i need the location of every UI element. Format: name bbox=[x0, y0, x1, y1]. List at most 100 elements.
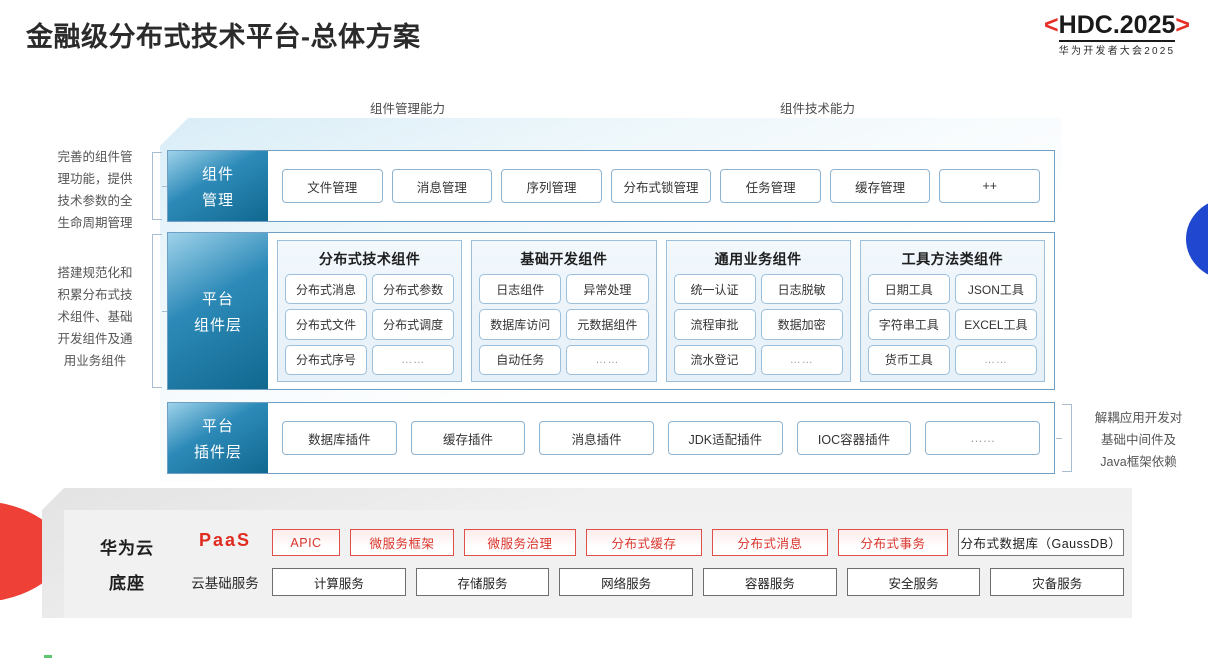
cell-json-tool[interactable]: JSON工具 bbox=[954, 274, 1037, 305]
note-left-top: 完善的组件管 理功能，提供 技术参数的全 生命周期管理 bbox=[40, 146, 150, 234]
paas-row-label: PaaS bbox=[198, 530, 252, 550]
page-title: 金融级分布式技术平台-总体方案 bbox=[26, 22, 421, 52]
cell-distributed-param[interactable]: 分布式参数 bbox=[372, 274, 455, 305]
logo-right-bracket-icon: > bbox=[1175, 11, 1190, 39]
chip-more[interactable]: …… bbox=[925, 421, 1041, 455]
group-tool-methods: 工具方法类组件 日期工具 JSON工具 字符串工具 EXCEL工具 货币工具 …… bbox=[859, 240, 1045, 382]
blue-lens-decoration bbox=[1186, 198, 1208, 280]
chip-file-management[interactable]: 文件管理 bbox=[282, 169, 383, 203]
arrow-label-component-technology: 组件技术能力 bbox=[780, 102, 856, 116]
layer-label-line-1: 平台 bbox=[201, 417, 234, 435]
chip-more[interactable]: ++ bbox=[939, 169, 1041, 203]
pill-distributed-cache[interactable]: 分布式缓存 bbox=[586, 529, 702, 556]
arrow-label-component-management: 组件管理能力 bbox=[370, 102, 446, 116]
pill-microservice-framework[interactable]: 微服务框架 bbox=[350, 529, 454, 556]
cell-excel-tool[interactable]: EXCEL工具 bbox=[954, 309, 1037, 340]
cell-exception-handling[interactable]: 异常处理 bbox=[566, 274, 649, 305]
chip-jdk-adapter-plugin[interactable]: JDK适配插件 bbox=[668, 421, 783, 455]
pill-distributed-message[interactable]: 分布式消息 bbox=[712, 529, 828, 556]
cell-data-encryption[interactable]: 数据加密 bbox=[760, 309, 843, 340]
cell-date-tool[interactable]: 日期工具 bbox=[867, 274, 950, 305]
cell-auto-task[interactable]: 自动任务 bbox=[479, 344, 562, 375]
layer-label-line-1: 平台 bbox=[201, 290, 234, 308]
pill-compute-service[interactable]: 计算服务 bbox=[272, 568, 406, 596]
cell-database-access[interactable]: 数据库访问 bbox=[479, 309, 562, 340]
cloud-service-row-label: 云基础服务 bbox=[191, 576, 259, 591]
group-distributed-tech: 分布式技术组件 分布式消息 分布式参数 分布式文件 分布式调度 分布式序号 …… bbox=[277, 240, 463, 382]
note-left-top-line-3: 技术参数的全 bbox=[57, 194, 133, 208]
group-cells: 日期工具 JSON工具 字符串工具 EXCEL工具 货币工具 …… bbox=[867, 274, 1037, 375]
cell-distributed-message[interactable]: 分布式消息 bbox=[285, 274, 368, 305]
chip-message-management[interactable]: 消息管理 bbox=[391, 169, 493, 203]
layer-label-line-2: 组件层 bbox=[193, 316, 242, 334]
bracket-left-top bbox=[152, 152, 168, 220]
hdc-logo-main: <HDC.2025> bbox=[1044, 11, 1190, 42]
component-management-items: 文件管理 消息管理 序列管理 分布式锁管理 任务管理 缓存管理 ++ bbox=[268, 151, 1054, 221]
note-left-bottom-line-4: 开发组件及通 bbox=[57, 332, 133, 346]
chip-task-management[interactable]: 任务管理 bbox=[720, 169, 821, 203]
cell-log-component[interactable]: 日志组件 bbox=[479, 274, 562, 305]
chip-message-plugin[interactable]: 消息插件 bbox=[539, 421, 655, 455]
cell-more[interactable]: …… bbox=[954, 344, 1037, 375]
note-right-line-1: 解耦应用开发对 bbox=[1094, 411, 1183, 425]
logo-left-bracket-icon: < bbox=[1044, 11, 1059, 39]
cell-distributed-schedule[interactable]: 分布式调度 bbox=[372, 309, 455, 340]
note-left-bottom: 搭建规范化和 积累分布式技 术组件、基础 开发组件及通 用业务组件 bbox=[40, 262, 150, 372]
cell-more[interactable]: …… bbox=[760, 344, 843, 375]
pill-storage-service[interactable]: 存储服务 bbox=[415, 568, 550, 596]
cell-transaction-record[interactable]: 流水登记 bbox=[673, 344, 756, 375]
base-title-line-1: 华为云 bbox=[100, 539, 154, 558]
note-left-bottom-line-1: 搭建规范化和 bbox=[57, 266, 133, 280]
pill-dr-backup-service[interactable]: 灾备服务 bbox=[990, 568, 1125, 596]
group-basic-dev: 基础开发组件 日志组件 异常处理 数据库访问 元数据组件 自动任务 …… bbox=[471, 240, 657, 382]
chip-cache-plugin[interactable]: 缓存插件 bbox=[410, 421, 526, 455]
chip-sequence-management[interactable]: 序列管理 bbox=[501, 169, 602, 203]
huawei-cloud-base bbox=[64, 510, 1132, 618]
pill-apic[interactable]: APIC bbox=[272, 529, 340, 556]
note-right: 解耦应用开发对 基础中间件及 Java框架依赖 bbox=[1076, 407, 1201, 473]
cell-currency-tool[interactable]: 货币工具 bbox=[867, 344, 950, 375]
layer-label-platform-component: 平台 组件层 bbox=[168, 233, 268, 389]
cell-more[interactable]: …… bbox=[566, 344, 649, 375]
pill-microservice-governance[interactable]: 微服务治理 bbox=[464, 529, 576, 556]
chip-ioc-container-plugin[interactable]: IOC容器插件 bbox=[796, 421, 912, 455]
bracket-left-bottom bbox=[152, 234, 168, 388]
cell-distributed-file[interactable]: 分布式文件 bbox=[285, 309, 368, 340]
note-left-bottom-line-2: 积累分布式技 bbox=[57, 288, 133, 302]
group-cells: 统一认证 日志脱敏 流程审批 数据加密 流水登记 …… bbox=[673, 274, 843, 375]
group-general-business: 通用业务组件 统一认证 日志脱敏 流程审批 数据加密 流水登记 …… bbox=[665, 240, 851, 382]
pill-security-service[interactable]: 安全服务 bbox=[846, 568, 981, 596]
chip-database-plugin[interactable]: 数据库插件 bbox=[282, 421, 397, 455]
paas-services-row: APIC 微服务框架 微服务治理 分布式缓存 分布式消息 分布式事务 分布式数据… bbox=[272, 529, 1124, 556]
hdc-logo: <HDC.2025> 华为开发者大会2025 bbox=[1044, 11, 1190, 57]
cell-process-approval[interactable]: 流程审批 bbox=[673, 309, 756, 340]
group-title: 工具方法类组件 bbox=[901, 251, 1004, 267]
cell-metadata-component[interactable]: 元数据组件 bbox=[566, 309, 649, 340]
layer-label-component-management: 组件 管理 bbox=[168, 151, 268, 221]
cell-unified-auth[interactable]: 统一认证 bbox=[673, 274, 756, 305]
pill-distributed-database-gaussdb[interactable]: 分布式数据库（GaussDB） bbox=[958, 529, 1124, 556]
chip-distributed-lock-management[interactable]: 分布式锁管理 bbox=[610, 169, 712, 203]
cell-string-tool[interactable]: 字符串工具 bbox=[867, 309, 950, 340]
note-left-top-line-1: 完善的组件管 bbox=[57, 150, 133, 164]
base-title-line-2: 底座 bbox=[109, 574, 145, 593]
group-title: 分布式技术组件 bbox=[318, 251, 421, 267]
pill-distributed-transaction[interactable]: 分布式事务 bbox=[838, 529, 948, 556]
platform-plugin-items: 数据库插件 缓存插件 消息插件 JDK适配插件 IOC容器插件 …… bbox=[268, 403, 1054, 473]
group-title: 基础开发组件 bbox=[520, 251, 608, 267]
pill-container-service[interactable]: 容器服务 bbox=[703, 568, 837, 596]
green-dot-decoration bbox=[44, 655, 52, 658]
cell-log-masking[interactable]: 日志脱敏 bbox=[760, 274, 843, 305]
cell-more[interactable]: …… bbox=[372, 344, 455, 375]
layer-platform-plugin: 平台 插件层 数据库插件 缓存插件 消息插件 JDK适配插件 IOC容器插件 …… bbox=[167, 402, 1055, 474]
group-cells: 日志组件 异常处理 数据库访问 元数据组件 自动任务 …… bbox=[479, 274, 649, 375]
layer-label-line-2: 插件层 bbox=[193, 443, 242, 461]
layer-platform-component: 平台 组件层 分布式技术组件 分布式消息 分布式参数 分布式文件 分布式调度 分… bbox=[167, 232, 1055, 390]
cell-distributed-sequence[interactable]: 分布式序号 bbox=[285, 344, 368, 375]
chip-cache-management[interactable]: 缓存管理 bbox=[829, 169, 931, 203]
group-cells: 分布式消息 分布式参数 分布式文件 分布式调度 分布式序号 …… bbox=[285, 274, 455, 375]
note-left-top-line-2: 理功能，提供 bbox=[57, 172, 133, 186]
pill-network-service[interactable]: 网络服务 bbox=[559, 568, 694, 596]
layer-label-line-2: 管理 bbox=[201, 191, 234, 209]
